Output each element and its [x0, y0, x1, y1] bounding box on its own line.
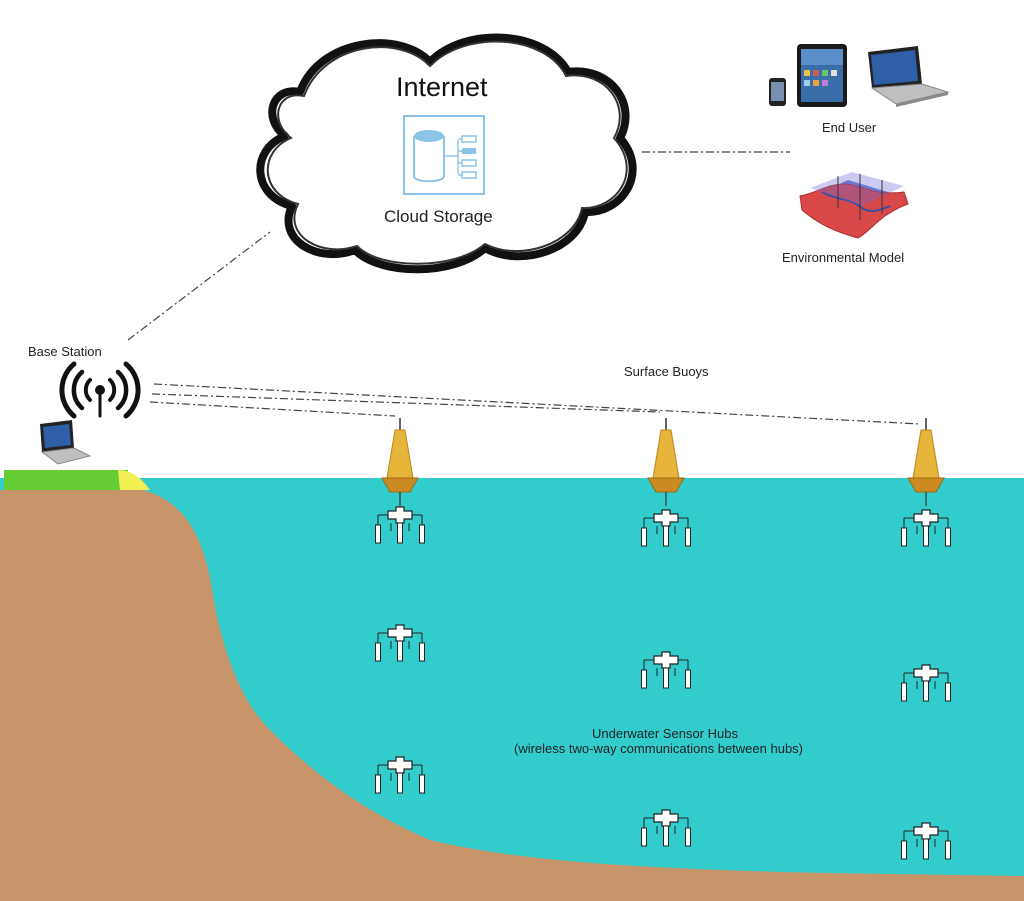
- cloud-storage-label: Cloud Storage: [384, 207, 493, 226]
- environmental-model-icon: [799, 172, 909, 239]
- sensor-hub-icon: [641, 651, 691, 689]
- underwater-sensor-hubs: [375, 506, 951, 860]
- buoy-icon: [647, 418, 685, 506]
- link-base-to-cloud: [127, 231, 271, 341]
- sensor-hub-icon: [901, 664, 951, 702]
- surface-buoys: [381, 418, 945, 506]
- link-base-to-buoy-3: [153, 383, 921, 425]
- environmental-model-label: Environmental Model: [782, 250, 905, 265]
- sensor-hub-icon: [641, 809, 691, 847]
- antenna-icon: [59, 361, 141, 419]
- smartphone-icon: [769, 78, 786, 106]
- link-base-to-buoy-1: [149, 401, 396, 417]
- laptop-icon: [868, 46, 950, 107]
- buoy-icon: [907, 418, 945, 506]
- base-station-label: Base Station: [28, 344, 102, 359]
- sensor-hub-icon: [901, 822, 951, 860]
- sensor-hub-icon: [375, 756, 425, 794]
- internet-label: Internet: [396, 72, 488, 102]
- comm-links: [127, 151, 921, 425]
- sensor-hubs-title: Underwater Sensor Hubs: [592, 726, 738, 741]
- end-user-label: End User: [822, 120, 877, 135]
- link-base-to-buoy-2: [151, 393, 661, 413]
- buoy-icon: [381, 418, 419, 506]
- sand: [118, 470, 150, 490]
- sensor-hub-icon: [901, 509, 951, 547]
- base-station-laptop-icon: [40, 420, 92, 465]
- surface-buoys-label: Surface Buoys: [624, 364, 709, 379]
- sensor-hub-icon: [641, 509, 691, 547]
- sensor-hub-icon: [375, 506, 425, 544]
- seabed: [0, 490, 1024, 901]
- sensor-hub-icon: [375, 624, 425, 662]
- database-icon: [403, 115, 485, 195]
- grass: [4, 470, 128, 490]
- tablet-icon: [797, 44, 847, 107]
- sensor-hubs-subtitle: (wireless two-way communications between…: [514, 741, 804, 756]
- cloud-icon: [256, 33, 637, 274]
